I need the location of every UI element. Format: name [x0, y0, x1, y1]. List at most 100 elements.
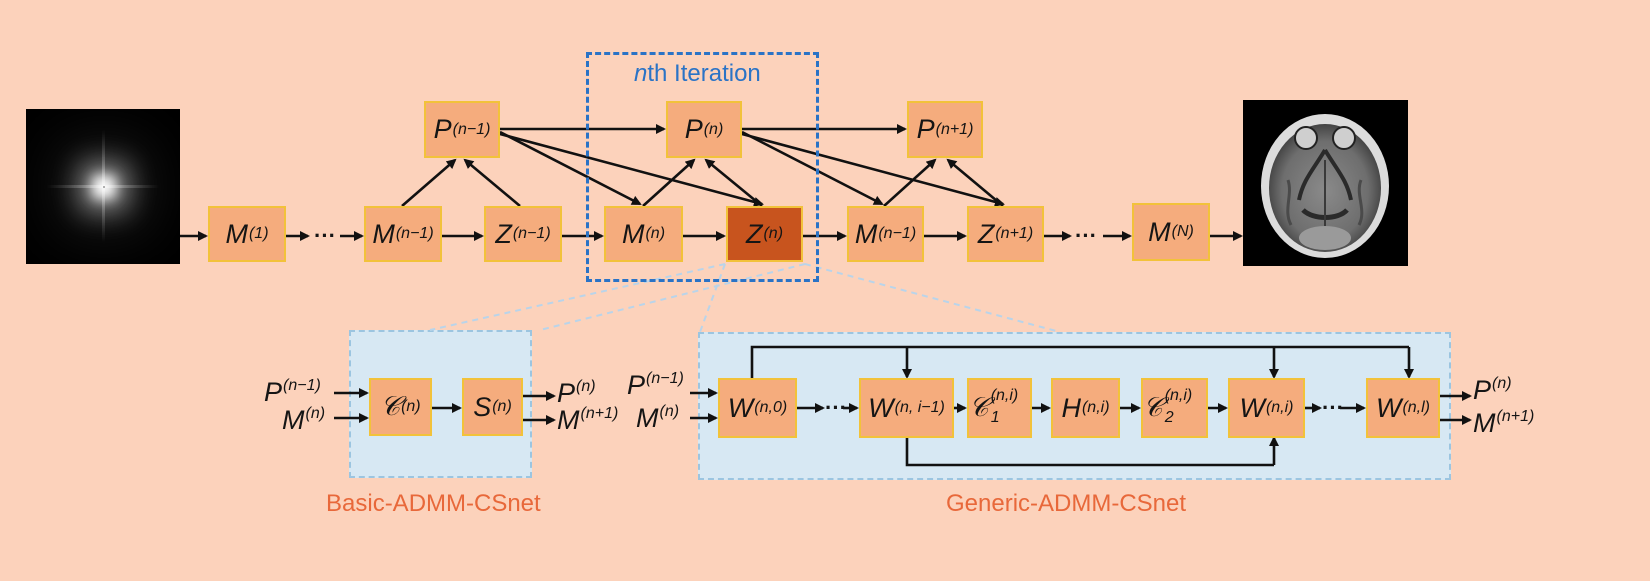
basic-input-p-base: P: [264, 377, 283, 407]
basic-node-s-base: S: [473, 391, 492, 422]
node-p-n-base: P: [684, 114, 703, 144]
generic-input-p-base: P: [627, 370, 646, 400]
node-z-n-plus-1: Z(n+1): [967, 206, 1044, 262]
basic-output-m-base: M: [557, 405, 580, 435]
generic-node-c1-sup: (n,i): [990, 387, 1019, 404]
node-p-n-minus-1-base: P: [433, 114, 452, 144]
basic-input-m: M(n): [282, 405, 325, 436]
generic-node-c2-indices: (n,i) 2: [1163, 387, 1206, 426]
node-m-N: M(N): [1132, 203, 1210, 261]
node-m-n-base: M: [621, 218, 645, 249]
iteration-title-rest: th Iteration: [647, 60, 761, 87]
node-m1-base: M: [225, 218, 248, 249]
iteration-title-n: n: [634, 60, 648, 87]
generic-node-wi-base: W: [1239, 392, 1265, 423]
ellipsis-1: ···: [314, 223, 336, 248]
brain-mri-icon: [1261, 114, 1389, 258]
generic-node-wl-base: W: [1375, 392, 1402, 423]
ellipsis-4: ···: [1322, 395, 1344, 420]
generic-node-w-i-minus-1-sup: (n, i−1): [894, 399, 945, 416]
generic-output-m-sup: (n+1): [1496, 408, 1535, 425]
node-m-n-minus-1-sup: (n−1): [395, 225, 434, 242]
generic-input-p-sup: (n−1): [646, 370, 684, 387]
node-m-n-minus-1-base: M: [372, 218, 395, 249]
node-z-n-minus-1-base: Z: [495, 218, 512, 249]
node-p-n-sup: (n): [703, 120, 724, 138]
generic-node-c2-sub: 2: [1164, 409, 1174, 426]
generic-node-wi-sup: (n,i): [1265, 399, 1294, 416]
generic-caption: Generic-ADMM-CSnet: [946, 490, 1187, 517]
node-m1: M(1): [208, 206, 286, 262]
node-z-n-plus-1-sup: (n+1): [995, 225, 1034, 242]
generic-input-m-base: M: [636, 403, 659, 433]
basic-output-m: M(n+1): [557, 405, 618, 436]
node-m-after-base: M: [854, 218, 878, 249]
node-z-n-plus-1-base: Z: [977, 218, 995, 249]
basic-caption: Basic-ADMM-CSnet: [326, 490, 541, 517]
generic-node-w-i-minus-1-base: W: [868, 392, 894, 423]
basic-input-m-base: M: [282, 405, 305, 435]
node-z-n-sup: (n): [763, 225, 784, 242]
generic-node-w0-sup: (n,0): [754, 399, 788, 416]
node-m-n-sup: (n): [645, 225, 666, 242]
generic-output-p: P(n): [1473, 375, 1512, 406]
generic-input-p: P(n−1): [627, 370, 684, 401]
node-m-n-minus-1: M(n−1): [364, 206, 442, 262]
node-p-n-plus-1-base: P: [916, 114, 935, 144]
node-z-n-minus-1-sup: (n−1): [512, 225, 551, 242]
basic-node-s: S(n): [462, 378, 523, 436]
k-space-streak-v: [102, 129, 105, 243]
k-space-streak-h: [46, 185, 160, 188]
generic-node-c2-sup: (n,i): [1164, 387, 1193, 404]
basic-output-p-sup: (n): [576, 378, 596, 395]
node-m-N-sup: (N): [1171, 223, 1194, 240]
basic-node-s-sup: (n): [492, 398, 512, 415]
generic-output-p-sup: (n): [1492, 375, 1512, 392]
generic-node-wi: W(n,i): [1228, 378, 1305, 438]
generic-output-p-base: P: [1473, 375, 1492, 405]
iteration-box: [586, 52, 819, 282]
node-m-after-sup: (n−1): [878, 225, 917, 242]
node-p-n: P(n): [666, 101, 742, 158]
generic-node-h-base: H: [1061, 392, 1081, 423]
generic-node-h: H(n,i): [1051, 378, 1120, 438]
generic-output-m: M(n+1): [1473, 408, 1534, 439]
generic-input-m: M(n): [636, 403, 679, 434]
iteration-title: nth Iteration: [634, 60, 761, 88]
generic-node-w0-base: W: [727, 392, 754, 423]
node-z-n: Z(n): [726, 206, 803, 262]
node-z-n-minus-1: Z(n−1): [484, 206, 562, 262]
node-m1-sup: (1): [248, 225, 269, 242]
basic-input-m-sup: (n): [305, 405, 326, 422]
generic-node-wl: W(n,l): [1366, 378, 1440, 438]
generic-node-w0: W(n,0): [718, 378, 797, 438]
basic-output-m-sup: (n+1): [580, 405, 619, 422]
node-p-n-minus-1-sup: (n−1): [452, 120, 491, 138]
generic-input-m-sup: (n): [659, 403, 680, 420]
node-z-n-base: Z: [745, 218, 763, 249]
mri-image: [1243, 100, 1408, 266]
generic-node-h-sup: (n,i): [1081, 399, 1110, 416]
generic-node-c1-base: 𝒞: [969, 392, 989, 422]
generic-node-c2: 𝒞(n,i) 2: [1141, 378, 1208, 438]
generic-node-c1: 𝒞(n,i) 1: [967, 378, 1032, 438]
basic-input-p-sup: (n−1): [283, 377, 321, 394]
node-m-after: M(n−1): [847, 206, 924, 262]
generic-node-wl-sup: (n,l): [1402, 399, 1431, 416]
basic-node-c-base: 𝒞: [380, 391, 401, 421]
basic-node-c: 𝒞(n): [369, 378, 432, 436]
generic-node-c1-sub: 1: [990, 409, 1000, 426]
node-m-N-base: M: [1148, 216, 1171, 247]
basic-output-p-base: P: [557, 378, 576, 408]
node-m-n: M(n): [604, 206, 683, 262]
generic-node-c2-base: 𝒞: [1143, 392, 1163, 422]
node-p-n-plus-1-sup: (n+1): [935, 120, 974, 138]
node-p-n-minus-1: P(n−1): [424, 101, 500, 158]
basic-output-p: P(n): [557, 378, 596, 409]
ellipsis-2: ···: [1075, 223, 1097, 248]
generic-node-c1-indices: (n,i) 1: [989, 387, 1030, 426]
basic-input-p: P(n−1): [264, 377, 321, 408]
ellipsis-3: ···: [825, 395, 847, 420]
